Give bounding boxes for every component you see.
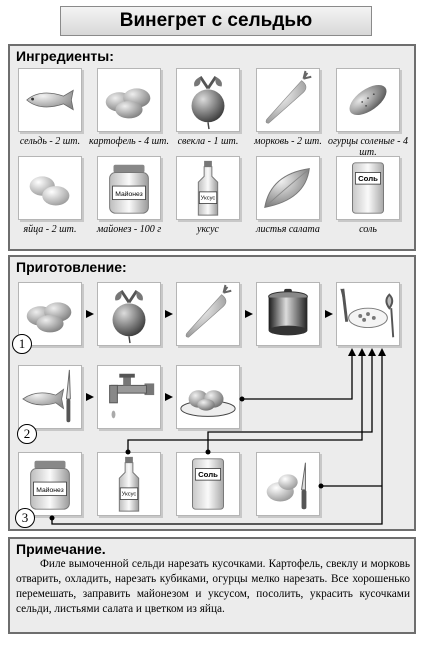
svg-text:Майонез: Майонез <box>36 486 63 494</box>
step1-carrot-icon <box>176 282 240 346</box>
step2-faucet-icon <box>97 365 161 429</box>
step3-salt-box-icon: Соль <box>176 452 240 516</box>
note-heading: Примечание. <box>16 541 106 557</box>
svg-text:Соль: Соль <box>358 174 378 183</box>
ingredient-caption: соль <box>359 224 377 235</box>
svg-text:Уксус: Уксус <box>201 196 216 202</box>
step3-mayonnaise-jar-icon: Майонез <box>18 452 82 516</box>
step1-salad-bowl-icon <box>336 282 400 346</box>
ingredient-caption: листья салата <box>256 224 320 235</box>
ingredient-caption: уксус <box>197 224 219 235</box>
ingredient-salt-box-icon: Соль <box>336 156 400 220</box>
step-number-2: 2 <box>17 424 37 444</box>
ingredient-caption: свекла - 1 шт. <box>177 136 239 147</box>
ingredients-heading: Ингредиенты: <box>16 48 114 64</box>
svg-text:Уксус: Уксус <box>122 492 137 498</box>
ingredient-caption: сельдь - 2 шт. <box>19 136 81 147</box>
step1-beet-icon <box>97 282 161 346</box>
ingredient-carrot-icon <box>256 68 320 132</box>
ingredient-vinegar-bottle-icon: Уксус <box>176 156 240 220</box>
ingredient-caption: яйца - 2 шт. <box>23 224 77 235</box>
step-number-1: 1 <box>12 334 32 354</box>
step1-potatoes-icon <box>18 282 82 346</box>
step2-egg-plate-icon <box>176 365 240 429</box>
preparation-heading: Приготовление: <box>16 259 127 275</box>
ingredient-mayonnaise-jar-icon: Майонез <box>97 156 161 220</box>
note-panel: Примечание. Филе вымоченной сельди нарез… <box>8 537 416 634</box>
page-title: Винегрет с сельдью <box>60 6 372 36</box>
ingredient-caption: майонез - 100 г <box>96 224 162 235</box>
ingredient-caption: морковь - 2 шт. <box>254 136 322 147</box>
svg-text:Соль: Соль <box>198 470 218 479</box>
step1-pot-icon <box>256 282 320 346</box>
step-number-3: 3 <box>15 508 35 528</box>
step3-vinegar-bottle-icon: Уксус <box>97 452 161 516</box>
ingredient-potatoes-icon <box>97 68 161 132</box>
ingredient-beet-icon <box>176 68 240 132</box>
svg-text:Майонез: Майонез <box>115 190 142 198</box>
ingredient-lettuce-leaf-icon <box>256 156 320 220</box>
ingredient-pickle-icon <box>336 68 400 132</box>
ingredient-herring-icon <box>18 68 82 132</box>
step2-herring-knife-icon <box>18 365 82 429</box>
ingredient-eggs-icon <box>18 156 82 220</box>
ingredient-caption: огурцы соленые - 4 шт. <box>328 136 408 158</box>
step3-egg-knife-icon <box>256 452 320 516</box>
ingredient-caption: картофель - 4 шт. <box>89 136 169 147</box>
note-text: Филе вымоченной сельди нарезать кусочкам… <box>16 558 410 615</box>
